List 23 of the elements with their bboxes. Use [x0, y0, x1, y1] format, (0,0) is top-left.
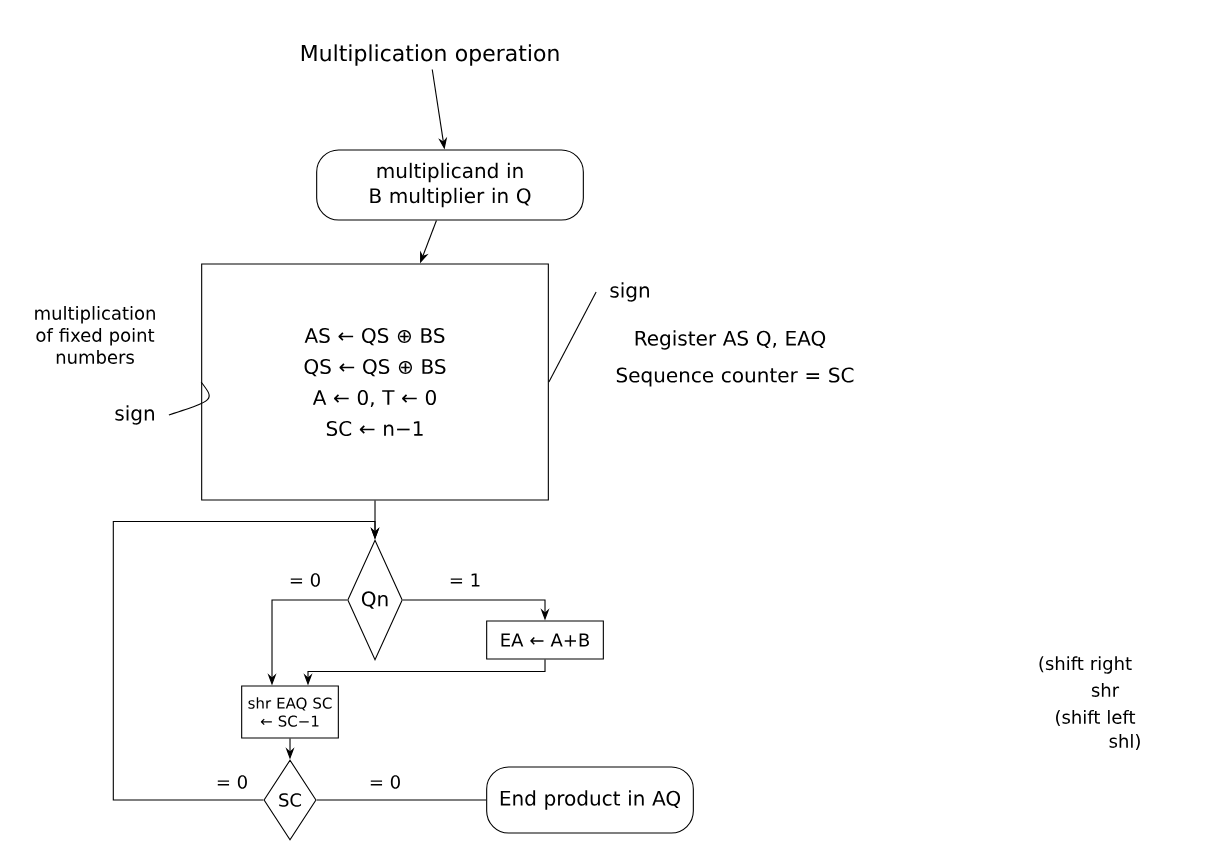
- note-text: Register AS Q, EAQ: [635, 330, 826, 350]
- edge-label: = 1: [447, 572, 483, 588]
- note-text: Sequence counter = SC: [616, 367, 854, 387]
- edge-label: = 0: [214, 774, 250, 790]
- terminal-box: End product in AQ: [486, 766, 694, 834]
- note-text: multiplication of fixed point numbers: [35, 306, 155, 364]
- process-box: shr EAQ SC ← SC−1: [241, 685, 339, 739]
- annotation-text: sign: [610, 282, 649, 302]
- connector-line: [168, 381, 210, 416]
- note-text: shl): [1109, 733, 1140, 750]
- process-box: EA ← A+B: [486, 620, 604, 660]
- start-text: Multiplication operation: [301, 44, 559, 66]
- note-text: (shift left: [1056, 709, 1136, 726]
- annotation-text: sign: [115, 405, 154, 425]
- edge-label: = 0: [287, 572, 323, 588]
- process-box: AS ← QS ⊕ BS QS ← QS ⊕ BS A ← 0, T ← 0 SC ← n−1: [201, 263, 549, 501]
- terminal-box: multiplicand in B multiplier in Q: [316, 149, 584, 221]
- arrow: [112, 520, 380, 801]
- note-text: (shift right: [1039, 656, 1132, 674]
- note-text: shr: [1091, 683, 1120, 697]
- connector-line: [316, 799, 487, 801]
- edge-label: = 0: [367, 774, 403, 790]
- connector-line: [548, 291, 597, 383]
